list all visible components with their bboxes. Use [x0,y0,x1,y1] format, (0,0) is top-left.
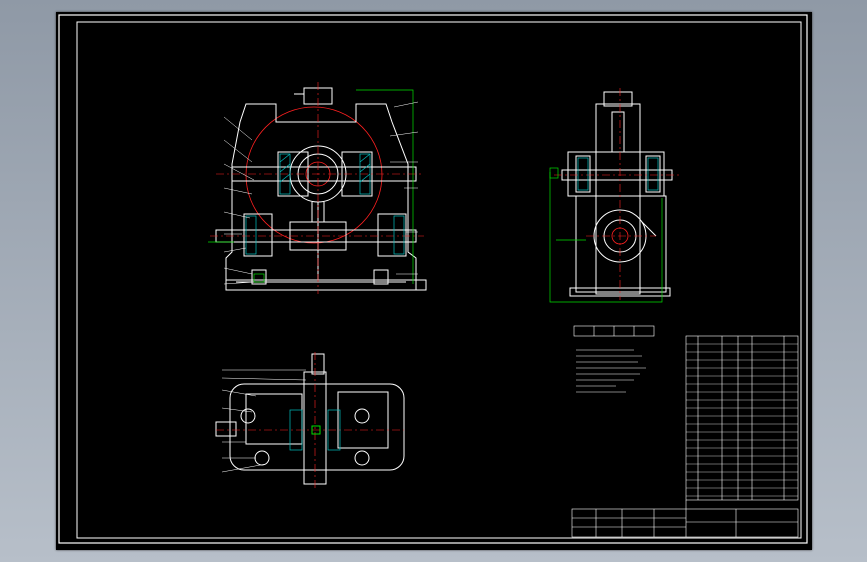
housing-outline [225,103,417,291]
parts-list-rows [686,343,798,497]
gear-pitch-circle [245,106,383,244]
front-view[interactable] [208,82,427,294]
top-view[interactable] [215,352,405,490]
cad-viewport[interactable] [56,12,812,550]
technical-notes [573,325,655,393]
title-block[interactable] [571,500,799,538]
outer-frame [58,14,808,544]
top-bolt-1 [240,408,256,424]
inner-frame [76,21,802,539]
side-view[interactable] [549,88,680,303]
parts-list[interactable] [685,335,799,501]
assembly-drawing [58,14,808,544]
